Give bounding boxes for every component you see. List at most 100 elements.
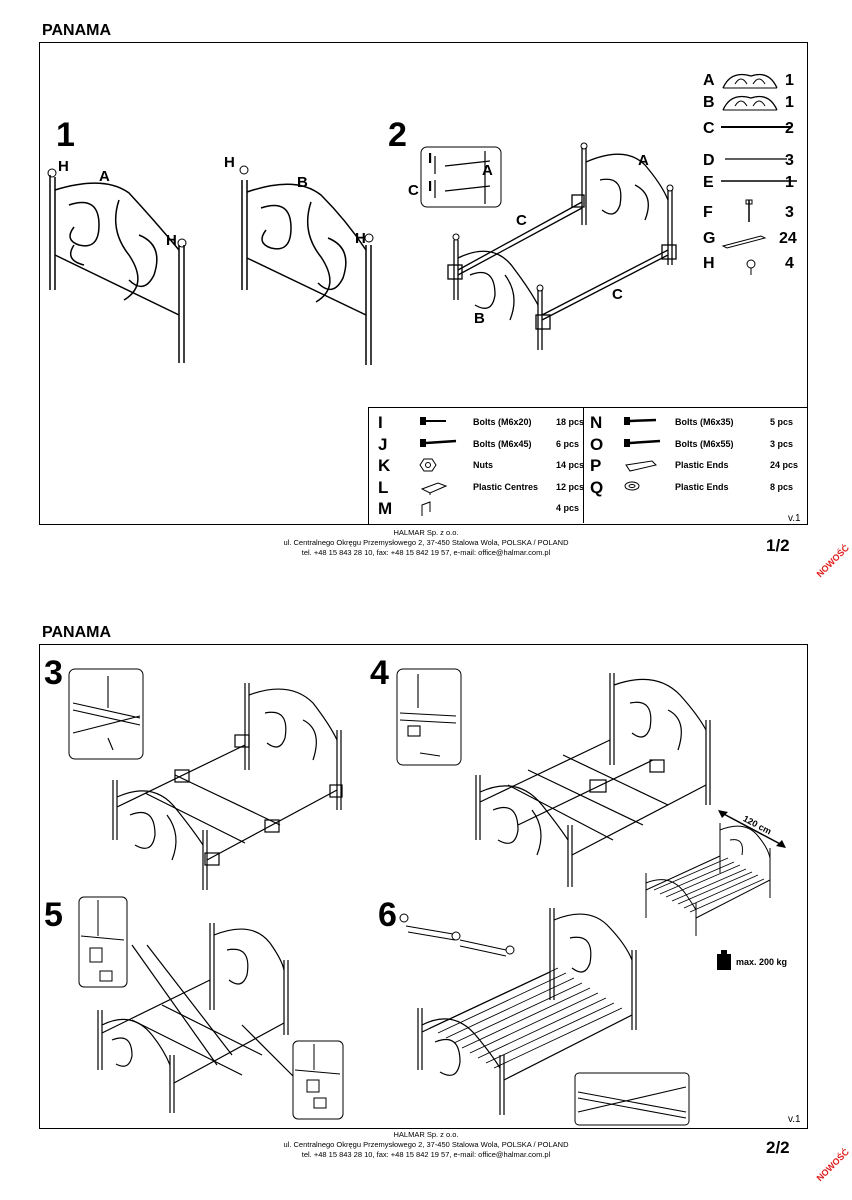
detail-inset-step3 [68, 668, 144, 760]
version-1: v.1 [788, 513, 801, 524]
label-c-1: C [408, 182, 419, 199]
part-qty: 1 [785, 94, 794, 111]
headboard-a-drawing [47, 168, 187, 363]
hardware-qty: 24 pcs [770, 460, 799, 470]
page-number-2: 2/2 [766, 1138, 790, 1157]
footboard-b-drawing [239, 165, 374, 365]
detail-inset-step4 [396, 668, 462, 766]
hardware-qty: 8 pcs [770, 481, 794, 492]
hardware-qty: 5 pcs [770, 417, 794, 427]
label-b-1: B [297, 174, 308, 191]
step-3-number: 3 [44, 654, 63, 692]
hardware-row-p: P Plastic Ends 24 pcs [590, 456, 800, 476]
footer-contact: tel. +48 15 843 28 10, fax: +48 15 842 1… [301, 1150, 551, 1159]
label-b-2: B [474, 310, 485, 327]
detail-inset-step2 [420, 146, 502, 208]
footer-1: HALMAR Sp. z o.o. ul. Centralnego Okręgu… [0, 528, 852, 558]
page-number-1: 1/2 [766, 536, 790, 555]
part-qty: 4 [785, 255, 794, 272]
part-letter: A [703, 72, 715, 89]
part-letter: F [703, 204, 713, 221]
slat-assembly-diagram [399, 913, 515, 957]
footer-2: HALMAR Sp. z o.o. ul. Centralnego Okręgu… [0, 1130, 852, 1160]
step-4-number: 4 [370, 654, 389, 692]
detail-inset-step5b [292, 1040, 344, 1120]
label-a-1: A [99, 168, 110, 185]
hardware-desc: Bolts (M6x35) [675, 417, 734, 427]
hardware-letter: N [590, 413, 603, 432]
hardware-desc: Nuts [473, 460, 493, 470]
hardware-letter: I [378, 413, 383, 432]
hardware-letter: J [378, 434, 388, 454]
bed-frame-step2-drawing [447, 142, 677, 350]
step-6-number: 6 [378, 896, 397, 934]
part-letter: D [703, 152, 715, 169]
hardware-desc: Bolts (M6x55) [675, 438, 734, 449]
hardware-row-n: N Bolts (M6x35) 5 pcs [590, 413, 800, 433]
weight-icon [717, 950, 731, 970]
part-qty: 3 [785, 204, 794, 221]
bed-frame-step6-drawing [417, 908, 637, 1115]
page2-title: PANAMA [42, 624, 112, 641]
part-letter: H [703, 255, 715, 272]
label-h-2: H [166, 232, 177, 249]
legend-divider [583, 407, 584, 523]
label-h-4: H [355, 230, 366, 247]
part-letter: E [703, 174, 714, 191]
hardware-desc: Plastic Ends [675, 481, 729, 492]
step-1-number: 1 [56, 116, 75, 154]
label-a-2: A [482, 162, 493, 179]
footer-company: HALMAR Sp. z o.o. [393, 1130, 459, 1139]
dimension-arrow [718, 810, 786, 848]
hardware-row-q: Q Plastic Ends 8 pcs [590, 478, 800, 498]
hardware-qty: 14 pcs [556, 460, 585, 470]
hardware-qty: 3 pcs [770, 438, 794, 449]
hardware-qty: 4 pcs [556, 503, 580, 513]
hardware-desc: Plastic Ends [675, 460, 729, 470]
part-qty: 24 [779, 230, 797, 247]
label-c-3: C [612, 286, 623, 303]
hardware-qty: 6 pcs [556, 438, 580, 449]
detail-inset-step5a [78, 896, 128, 988]
hardware-letter: M [378, 499, 393, 518]
hardware-letter: P [590, 456, 602, 475]
part-qty: 1 [785, 72, 794, 89]
footer-address: ul. Centralnego Okręgu Przemysłowego 2, … [283, 538, 569, 547]
hardware-letter: L [378, 477, 389, 497]
bed-with-slats-preview [645, 823, 771, 936]
max-load-label: max. 200 kg [736, 957, 788, 967]
label-i-2: I [428, 178, 433, 195]
label-a-3: A [638, 152, 649, 169]
part-qty: 3 [785, 152, 794, 169]
label-h-3: H [224, 154, 235, 171]
bed-frame-step4-drawing [475, 673, 711, 887]
detail-inset-step6 [574, 1072, 690, 1126]
footer-address: ul. Centralnego Okręgu Przemysłowego 2, … [283, 1140, 569, 1149]
hardware-legend [368, 407, 807, 524]
part-qty: 1 [785, 174, 794, 191]
footer-contact: tel. +48 15 843 28 10, fax: +48 15 842 1… [301, 548, 551, 557]
part-letter: B [703, 94, 715, 111]
hardware-letter: Q [590, 477, 604, 497]
hardware-letter: O [590, 434, 604, 454]
footer-company: HALMAR Sp. z o.o. [393, 528, 459, 537]
hardware-desc: Bolts (M6x20) [473, 417, 532, 427]
part-qty: 2 [785, 120, 794, 137]
bed-frame-step3-drawing [112, 683, 343, 890]
hardware-row-o: O Bolts (M6x55) 3 pcs [590, 435, 800, 455]
step-5-number: 5 [44, 896, 63, 934]
version-2: v.1 [788, 1114, 801, 1125]
label-c-2: C [516, 212, 527, 229]
label-i-1: I [428, 150, 433, 167]
page1-title: PANAMA [42, 22, 112, 39]
